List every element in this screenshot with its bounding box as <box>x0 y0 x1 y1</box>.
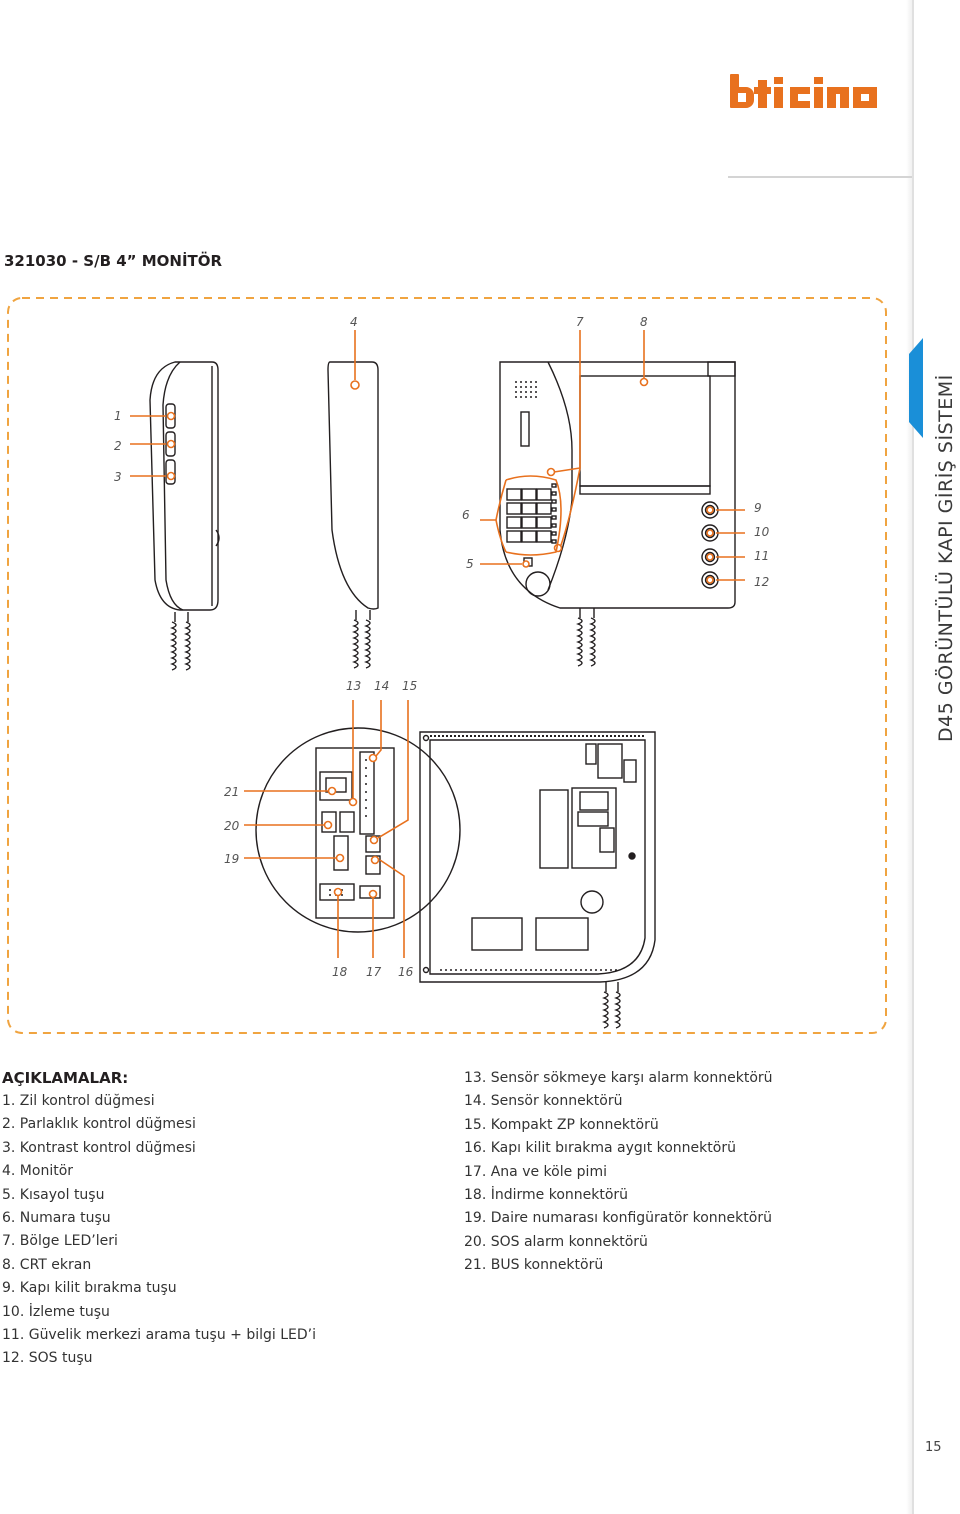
legend-item: 2. Parlaklık kontrol düğmesi <box>2 1116 196 1133</box>
legend-item: 6. Numara tuşu <box>2 1210 111 1227</box>
legend-item: 8. CRT ekran <box>2 1256 92 1273</box>
callout-14: 14 <box>374 679 389 693</box>
callout-19: 19 <box>224 852 239 866</box>
callout-7: 7 <box>576 315 584 329</box>
legend-item: 4. Monitör <box>2 1163 74 1180</box>
callout-13: 13 <box>346 679 361 693</box>
callout-labels: 1 2 3 4 5 6 7 8 9 10 11 12 13 14 15 16 1… <box>114 315 770 979</box>
page-number: 15 <box>925 1440 942 1455</box>
front-view <box>499 361 736 667</box>
callout-9: 9 <box>754 501 762 515</box>
legend-item: 21. BUS konnektörü <box>464 1257 604 1274</box>
callout-3: 3 <box>114 470 122 484</box>
document-title: 321030 - S/B 4” MONİTÖR <box>4 252 223 270</box>
diagram-frame <box>7 297 887 1034</box>
legend-item: 17. Ana ve köle pimi <box>464 1163 607 1180</box>
profile-view <box>327 361 379 669</box>
side-view <box>149 361 220 671</box>
callout-10: 10 <box>754 525 770 539</box>
callout-18: 18 <box>332 965 348 979</box>
callout-2: 2 <box>114 439 122 453</box>
callout-4: 4 <box>350 315 358 329</box>
callout-17: 17 <box>366 965 382 979</box>
callout-15: 15 <box>402 679 417 693</box>
legend-item: 5. Kısayol tuşu <box>2 1186 105 1203</box>
callout-1: 1 <box>114 409 122 423</box>
callout-8: 8 <box>640 315 648 329</box>
legend-item: 10. İzleme tuşu <box>2 1303 110 1320</box>
callout-line-4 <box>350 330 360 390</box>
logo-text: bticino <box>728 70 732 71</box>
legend-item: 15. Kompakt ZP konnektörü <box>464 1116 659 1133</box>
callout-20: 20 <box>224 819 240 833</box>
callout-16: 16 <box>398 965 414 979</box>
callout-lines-13-21 <box>244 700 409 958</box>
callout-11: 11 <box>754 549 769 563</box>
legend-item: 13. Sensör sökmeye karşı alarm konnektör… <box>464 1070 773 1086</box>
sidebar-title: D45 GÖRÜNTÜLÜ KAPI GİRİŞ SİSTEMİ <box>935 374 957 742</box>
legend-item: 7. Bölge LED’leri <box>2 1233 118 1250</box>
back-view <box>419 731 656 1029</box>
header-rule <box>728 176 912 178</box>
legend-item: 11. Güvelik merkezi arama tuşu + bilgi L… <box>2 1327 316 1344</box>
legend-item: 12. SOS tuşu <box>2 1350 93 1367</box>
legend-item: 20. SOS alarm konnektörü <box>464 1233 648 1250</box>
legend-item: 9. Kapı kilit bırakma tuşu <box>2 1280 177 1297</box>
legend-item: 19. Daire numarası konfigüratör konnektö… <box>464 1210 772 1227</box>
legend-item: 1. Zil kontrol düğmesi <box>2 1093 155 1109</box>
legend-item: 3. Kontrast kontrol düğmesi <box>2 1139 196 1156</box>
legend-item: 14. Sensör konnektörü <box>464 1093 623 1110</box>
sidebar <box>912 0 960 1514</box>
callout-12: 12 <box>754 575 769 589</box>
monitor-diagram: 1 2 3 4 5 6 7 8 9 10 11 12 13 14 15 16 1… <box>7 297 887 1034</box>
sidebar-tab-marker <box>909 338 923 438</box>
legend-list-left: 1. Zil kontrol düğmesi 2. Parlaklık kont… <box>2 1090 316 1371</box>
callout-lines-5-12 <box>480 330 745 584</box>
legend-item: 16. Kapı kilit bırakma aygıt konnektörü <box>464 1140 736 1157</box>
legend-item: 18. İndirme konnektörü <box>464 1187 629 1204</box>
callout-6: 6 <box>462 508 470 522</box>
legend-heading: AÇIKLAMALAR: <box>2 1069 129 1087</box>
callout-5: 5 <box>466 557 474 571</box>
sidebar-shadow <box>906 0 912 1514</box>
callout-21: 21 <box>224 785 239 799</box>
bticino-logo: bticino <box>728 70 877 108</box>
legend-list-right: 13. Sensör sökmeye karşı alarm konnektör… <box>464 1067 773 1278</box>
callout-lines-1-3 <box>130 411 176 481</box>
